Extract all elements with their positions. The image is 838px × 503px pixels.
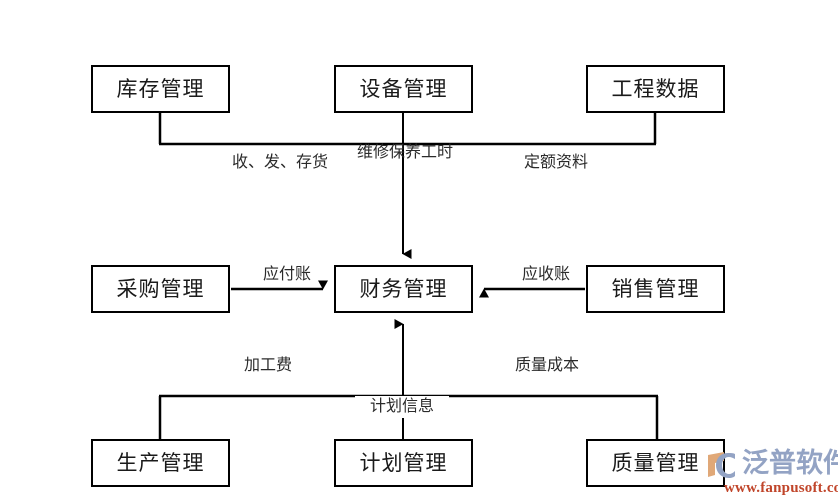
node-quality[interactable]: 质量管理: [586, 439, 725, 487]
node-planning[interactable]: 计划管理: [334, 439, 473, 487]
edge-label-accounts-receivable: 应收账: [521, 266, 570, 283]
node-purchase[interactable]: 采购管理: [91, 265, 230, 313]
node-finance-label: 财务管理: [359, 276, 448, 301]
edge-label-receive-issue-stock: 收、发、存货: [231, 154, 328, 171]
node-sales[interactable]: 销售管理: [586, 265, 725, 313]
edge-label-plan-info: 计划信息: [355, 396, 449, 418]
node-quality-label: 质量管理: [611, 450, 700, 475]
node-engineering-data-label: 工程数据: [611, 76, 700, 101]
node-equipment[interactable]: 设备管理: [334, 65, 473, 113]
node-purchase-label: 采购管理: [116, 276, 205, 301]
node-sales-label: 销售管理: [611, 276, 700, 301]
node-finance[interactable]: 财务管理: [334, 265, 473, 313]
node-production-label: 生产管理: [116, 450, 205, 475]
node-planning-label: 计划管理: [359, 450, 448, 475]
edge-label-accounts-payable: 应付账: [262, 266, 311, 283]
edge-label-maintenance-hours: 维修保养工时: [356, 144, 453, 161]
edge-label-processing-fee: 加工费: [243, 357, 292, 374]
edge-label-quality-cost: 质量成本: [514, 357, 579, 374]
node-inventory-label: 库存管理: [116, 76, 205, 101]
node-equipment-label: 设备管理: [359, 76, 448, 101]
node-engineering-data[interactable]: 工程数据: [586, 65, 725, 113]
node-inventory[interactable]: 库存管理: [91, 65, 230, 113]
node-production[interactable]: 生产管理: [91, 439, 230, 487]
edge-label-quota-data: 定额资料: [523, 154, 588, 171]
